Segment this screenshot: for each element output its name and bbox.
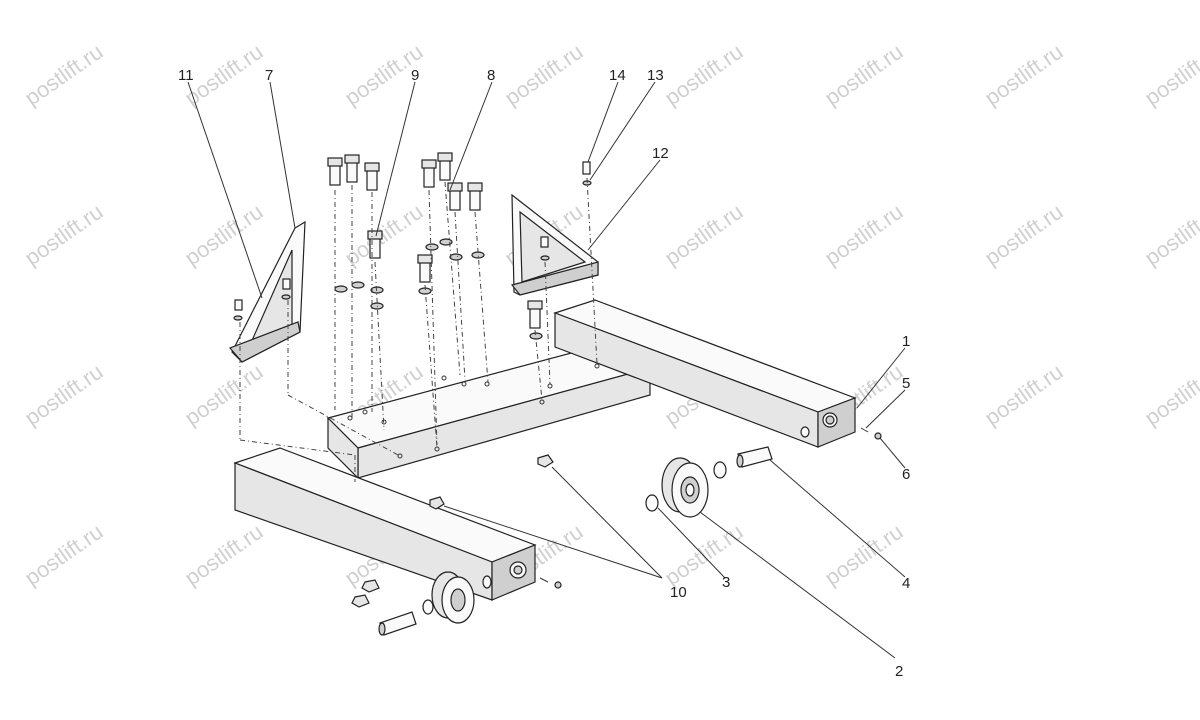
leader-lines xyxy=(187,81,906,659)
callout-13: 13 xyxy=(647,67,664,84)
rear-axle-pin xyxy=(736,446,773,468)
front-cotter-pin xyxy=(539,577,562,589)
washers xyxy=(233,180,592,340)
left-gusset-bracket xyxy=(228,220,306,363)
callout-2: 2 xyxy=(895,663,903,680)
callout-4: 4 xyxy=(902,575,910,592)
cross-beam xyxy=(326,339,652,480)
cross-beam-nut-right xyxy=(537,454,554,468)
front-roller-wheel xyxy=(431,571,475,624)
callout-3: 3 xyxy=(722,574,730,591)
rear-spacer-left xyxy=(645,494,659,512)
rear-spacer-right xyxy=(713,461,727,479)
callout-14: 14 xyxy=(609,67,626,84)
front-spacer xyxy=(422,599,434,615)
cross-beam-nut-left xyxy=(429,496,445,510)
bolt-group-right xyxy=(417,152,543,329)
callout-12: 12 xyxy=(652,145,669,162)
small-bolts xyxy=(234,161,591,311)
front-axle-pin xyxy=(378,611,417,636)
bolt-group-left xyxy=(327,154,383,259)
callout-9: 9 xyxy=(411,67,419,84)
nut-item6 xyxy=(874,432,882,440)
callout-10: 10 xyxy=(670,584,687,601)
callout-6: 6 xyxy=(902,466,910,483)
callout-7: 7 xyxy=(265,67,273,84)
assembly-centerlines xyxy=(239,177,598,482)
rear-side-beam xyxy=(553,299,857,448)
callout-1: 1 xyxy=(902,333,910,350)
callout-5: 5 xyxy=(902,375,910,392)
front-nuts xyxy=(351,579,380,608)
callout-11: 11 xyxy=(178,67,194,84)
callout-labels: 1 5 6 4 2 3 10 11 7 9 8 14 13 12 xyxy=(178,67,910,680)
right-gusset-bracket xyxy=(510,193,599,296)
cotter-pin-item5 xyxy=(860,427,869,433)
rear-roller-wheel xyxy=(661,457,709,518)
callout-8: 8 xyxy=(487,67,495,84)
front-side-beam xyxy=(233,447,537,601)
